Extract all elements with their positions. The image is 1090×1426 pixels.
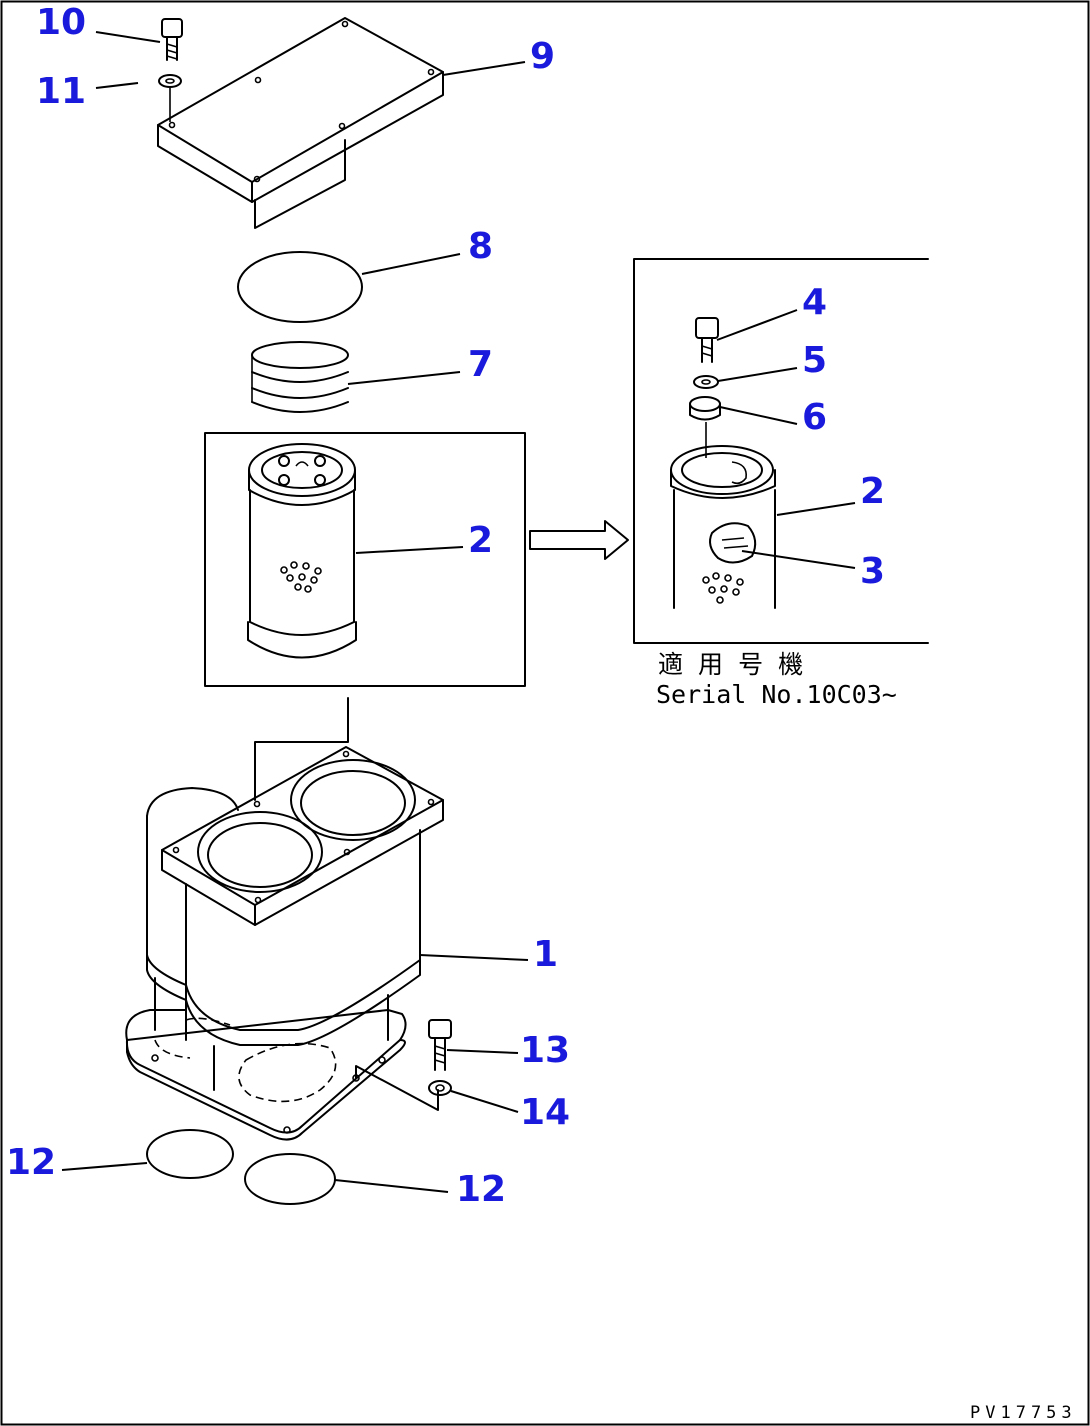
callout-8: 8: [468, 226, 493, 267]
callout-13: 13: [520, 1030, 570, 1071]
part-12-left: [146, 1129, 234, 1179]
callout-6: 6: [802, 397, 827, 438]
part-7-spring: [251, 341, 349, 413]
detail-arrow: [529, 520, 629, 560]
serial-label: Serial No.10C03~: [656, 680, 897, 709]
detail-part-6-nut: [689, 396, 721, 458]
detail-box: [633, 258, 929, 644]
part-10-bolt: [161, 18, 183, 61]
part-8-gasket: [237, 251, 363, 323]
drawing-code: PV17753: [970, 1403, 1077, 1423]
element-box: [204, 432, 526, 687]
callout-14: 14: [520, 1092, 570, 1133]
callout-2-detail: 2: [860, 471, 885, 512]
part-11-washer: [158, 74, 182, 122]
callouts: 10 11 9 8 7 2 4 5 6 2 3 1 13 14 12 12: [6, 2, 885, 1210]
detail-part-5-washer: [693, 375, 719, 389]
part-1-housing: [125, 685, 444, 1141]
applicability-label: 適 用 号 機: [658, 650, 803, 679]
callout-11: 11: [36, 71, 86, 112]
detail-part-4-bolt: [695, 317, 719, 363]
callout-3: 3: [860, 551, 885, 592]
callout-7: 7: [468, 344, 493, 385]
callout-5: 5: [802, 340, 827, 381]
callout-12-right: 12: [456, 1169, 506, 1210]
part-12-right: [244, 1153, 336, 1205]
detail-part-3-label: [702, 522, 757, 604]
callout-1: 1: [533, 934, 558, 975]
callout-2-main: 2: [468, 520, 493, 561]
callout-4: 4: [802, 282, 827, 323]
detail-part-2-element: [670, 445, 776, 609]
callout-12-left: 12: [6, 1142, 56, 1183]
part-9-cover: [157, 17, 444, 229]
leader-lines: [61, 31, 856, 1193]
callout-9: 9: [530, 36, 555, 77]
callout-10: 10: [36, 2, 86, 43]
part-14-washer: [428, 1080, 452, 1096]
part-2-element: [247, 443, 357, 659]
part-13-bolt: [428, 1019, 452, 1071]
